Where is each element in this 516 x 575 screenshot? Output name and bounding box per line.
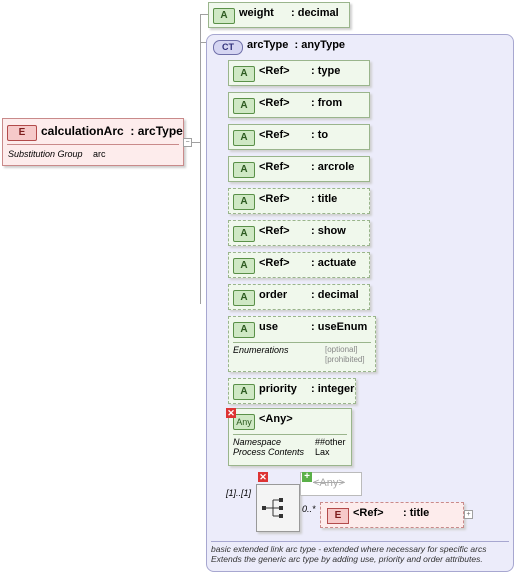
attribute-type: : actuate <box>311 257 357 269</box>
complex-type-title: arcType : anyType <box>247 39 346 51</box>
substitution-group-value: arc <box>93 149 106 159</box>
plus-icon: + <box>302 472 312 482</box>
attribute-name: <Ref> <box>259 161 290 173</box>
attribute-ref-from[interactable]: A <Ref> : from <box>228 92 370 118</box>
any-icon: Any <box>233 414 255 430</box>
attribute-name: <Ref> <box>259 129 290 141</box>
sequence-multiplicity: [1]..[1] <box>226 488 252 498</box>
attribute-type: : from <box>311 97 343 109</box>
attribute-type: : show <box>311 225 346 237</box>
substitution-group-label: Substitution Group <box>8 149 83 159</box>
attribute-type: : useEnum <box>311 321 368 333</box>
attribute-name: <Ref> <box>259 257 290 269</box>
attribute-name: <Ref> <box>259 65 290 77</box>
attribute-icon: A <box>233 384 255 400</box>
sequence-compositor[interactable] <box>256 484 300 532</box>
attribute-type: : type <box>311 65 341 77</box>
attribute-ref-arcrole[interactable]: A <Ref> : arcrole <box>228 156 370 182</box>
element-title: calculationArc : arcType <box>41 124 183 138</box>
element-type: : arcType <box>130 124 183 138</box>
ref-element-multiplicity: 0..* <box>302 504 316 514</box>
element-icon: E <box>7 125 37 141</box>
attribute-name: <Ref> <box>259 193 290 205</box>
attribute-icon: A <box>233 258 255 274</box>
attribute-name: <Ref> <box>259 97 290 109</box>
attribute-icon: A <box>233 226 255 242</box>
error-x-icon: ✕ <box>258 472 268 482</box>
attribute-icon: A <box>233 290 255 306</box>
attribute-icon: A <box>233 66 255 82</box>
any-attribute[interactable]: Any <Any> Namespace ##other Process Cont… <box>228 408 352 466</box>
ref-element-name: <Ref> <box>353 507 384 519</box>
attribute-ref-actuate[interactable]: A <Ref> : actuate <box>228 252 370 278</box>
enumerations-values: [optional] [prohibited] <box>325 345 365 364</box>
attribute-weight[interactable]: A weight : decimal <box>208 2 350 28</box>
attribute-name: order <box>259 289 288 301</box>
attribute-icon: A <box>233 194 255 210</box>
expand-toggle-icon[interactable]: + <box>464 510 473 519</box>
namespace-value: ##other <box>315 437 346 447</box>
sequence-icon <box>262 498 283 518</box>
any-element-name: <Any> <box>313 477 345 489</box>
attribute-icon: A <box>233 98 255 114</box>
any-attribute-name: <Any> <box>259 413 293 425</box>
attribute-name: <Ref> <box>259 225 290 237</box>
complex-type-description: basic extended link arc type - extended … <box>211 541 509 564</box>
attribute-priority[interactable]: A priority : integer <box>228 378 356 404</box>
element-name: calculationArc <box>41 124 124 138</box>
attribute-ref-title[interactable]: A <Ref> : title <box>228 188 370 214</box>
calculationarc-element[interactable]: E calculationArc : arcType Substitution … <box>2 118 184 166</box>
attribute-ref-show[interactable]: A <Ref> : show <box>228 220 370 246</box>
attribute-type: : arcrole <box>311 161 355 173</box>
attribute-type: : decimal <box>311 289 359 301</box>
attribute-icon: A <box>213 8 235 24</box>
attribute-use[interactable]: A use : useEnum Enumerations [optional] … <box>228 316 376 372</box>
namespace-label: Namespace <box>233 437 282 447</box>
attribute-order[interactable]: A order : decimal <box>228 284 370 310</box>
attribute-icon: A <box>233 130 255 146</box>
process-contents-value: Lax <box>315 447 330 457</box>
ref-element-type: : title <box>403 507 430 519</box>
attribute-ref-type[interactable]: A <Ref> : type <box>228 60 370 86</box>
attribute-name: weight <box>239 7 274 19</box>
attribute-name: use <box>259 321 278 333</box>
error-x-icon: ✕ <box>226 408 236 418</box>
process-contents-label: Process Contents <box>233 447 305 457</box>
any-element[interactable]: <Any> <box>300 472 362 496</box>
element-icon: E <box>327 508 349 524</box>
collapse-toggle-icon[interactable]: − <box>183 138 192 147</box>
attribute-type: : integer <box>311 383 355 395</box>
attribute-ref-to[interactable]: A <Ref> : to <box>228 124 370 150</box>
attribute-type: : decimal <box>291 7 339 19</box>
attribute-type: : title <box>311 193 338 205</box>
enumerations-label: Enumerations <box>233 345 289 355</box>
ref-element-title[interactable]: E <Ref> : title <box>320 502 464 528</box>
attribute-icon: A <box>233 162 255 178</box>
complex-type-icon: CT <box>213 40 243 55</box>
attribute-type: : to <box>311 129 329 141</box>
attribute-name: priority <box>259 383 297 395</box>
attribute-icon: A <box>233 322 255 338</box>
